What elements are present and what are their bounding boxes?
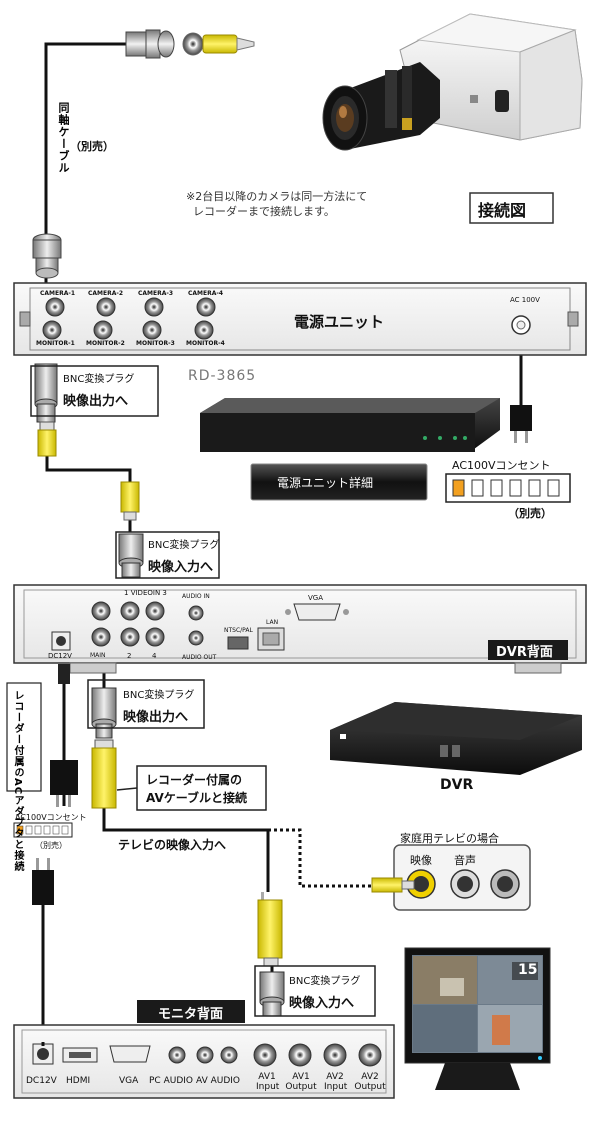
port-label-monitor-4: MONITOR-4 [186, 340, 225, 347]
detail-button-bg [250, 463, 428, 501]
dvr-ntsc-pal-label: NTSC/PAL [224, 627, 253, 634]
dotted-cable [268, 828, 372, 888]
dvr-audio-out-label: AUDIO OUT [182, 654, 217, 661]
tv-input-label: テレビの映像入力へ [118, 838, 227, 852]
video-output-label-2: 映像出力へ [123, 710, 189, 725]
dvr-audio-in-label: AUDIO IN [182, 593, 210, 600]
power-unit-photo [200, 398, 500, 452]
dvr-dc-plug [58, 664, 70, 684]
home-tv-video: 映像 [410, 854, 432, 867]
dvr-back-panel [13, 584, 587, 674]
coax-bnc-plug-top [125, 29, 175, 59]
ac-plug-small [32, 858, 54, 905]
dvr-product-name: DVR [440, 777, 474, 793]
port-label-camera-4: CAMERA-4 [188, 290, 224, 297]
outlet-small-label: AC100Vコンセント [15, 813, 87, 822]
monitor-port-av-audio: AV AUDIO [196, 1076, 241, 1086]
bnc-label-box-2 [115, 531, 220, 579]
monitor-screen-badge: 15 [518, 962, 538, 978]
av-cable-line-1: レコーダー付属の [146, 773, 243, 787]
ac-adapter-label-box [6, 682, 42, 792]
power-ac-label: AC 100V [510, 296, 540, 304]
coax-sold-separately: （別売） [70, 140, 114, 153]
ac-plug-top [510, 405, 532, 443]
bnc-plug-power [34, 363, 58, 457]
dvr-bnc-ports [91, 601, 165, 647]
port-label-monitor-1: MONITOR-1 [36, 340, 75, 347]
monitor-back-title: モニタ背面 [158, 1007, 224, 1022]
bnc-label-box-3 [87, 679, 205, 729]
bnc-plug-dvr-out [91, 687, 117, 809]
bnc-plug-dvr-in [118, 533, 144, 578]
note-line-1: ※2台目以降のカメラは同一方法にて [186, 190, 368, 203]
bnc-label-box-1 [30, 365, 159, 417]
bnc-plug-monitor [259, 971, 285, 1017]
video-input-label-2: 映像入力へ [289, 996, 355, 1011]
power-unit-bnc-ports [42, 297, 216, 340]
dvr-out-num-4: 4 [152, 652, 157, 660]
monitor-port-vga: VGA [119, 1076, 139, 1086]
note-line-2: レコーダーまで接続します。 [193, 205, 335, 218]
page-title: 接続図 [478, 201, 527, 220]
port-label-monitor-2: MONITOR-2 [86, 340, 125, 347]
power-unit-model: RD-3865 [188, 368, 257, 384]
ac-adapter-label: レコーダー付属のACアダプタと接続 [12, 690, 23, 873]
home-tv-title: 家庭用テレビの場合 [400, 832, 499, 845]
bnc-plug-label-2: BNC変換プラグ [148, 540, 220, 551]
port-label-camera-2: CAMERA-2 [88, 290, 124, 297]
monitor-title-bg [137, 1000, 245, 1023]
monitor-back-panel [13, 1024, 395, 1099]
power-unit-panel [13, 282, 587, 356]
rca-plug-mid [120, 481, 140, 521]
bnc-plug-label-1: BNC変換プラグ [63, 374, 135, 385]
outlet-strip-small [13, 822, 73, 838]
monitor-port-pc-audio: PC AUDIO [149, 1076, 193, 1086]
rca-yellow-adapter-top [182, 32, 255, 56]
av-cable-line-2: AVケーブルと接続 [146, 791, 248, 805]
bnc-plug-label-4: BNC変換プラグ [289, 976, 361, 987]
rca-plug-monitor [257, 892, 283, 967]
monitor-port-hdmi: HDMI [66, 1076, 91, 1086]
bnc-label-box-4 [254, 965, 376, 1017]
video-input-label-1: 映像入力へ [148, 560, 214, 575]
outlet-top-note: （別売） [508, 507, 552, 520]
port-label-camera-3: CAMERA-3 [138, 290, 174, 297]
dvr-photo [330, 702, 582, 775]
coax-bnc-plug-left [32, 233, 62, 279]
port-label-monitor-3: MONITOR-3 [136, 340, 175, 347]
dvr-main-label: MAIN [90, 652, 106, 659]
power-unit-detail-button[interactable]: 電源ユニット詳細 [277, 476, 374, 490]
coax-cable-label: 同軸ケーブル [57, 102, 70, 174]
dvr-back-title: DVR背面 [496, 645, 553, 660]
home-tv-audio: 音声 [454, 854, 476, 867]
dvr-videoin-label: 1 VIDEOIN 3 [124, 589, 167, 597]
monitor-photo [404, 947, 551, 1090]
bnc-plug-label-3: BNC変換プラグ [123, 690, 195, 701]
dvr-vga-label: VGA [308, 594, 324, 602]
video-output-label-1: 映像出力へ [63, 394, 129, 409]
title-frame [469, 192, 554, 224]
outlet-top-label: AC100Vコンセント [452, 459, 551, 472]
port-label-camera-1: CAMERA-1 [40, 290, 76, 297]
outlet-small-note: （別売） [35, 841, 67, 850]
rca-plug-home-tv [371, 877, 415, 893]
home-tv-panel [393, 844, 531, 911]
dvr-lan-label: LAN [266, 619, 279, 626]
ac-adapter [50, 760, 78, 807]
monitor-port-dc12v: DC12V [26, 1076, 57, 1086]
security-camera [322, 13, 583, 151]
dvr-out-num-2: 2 [127, 652, 132, 660]
dvr-dc-label: DC12V [48, 652, 72, 660]
outlet-strip-top [445, 473, 571, 503]
power-unit-title: 電源ユニット [294, 313, 385, 331]
